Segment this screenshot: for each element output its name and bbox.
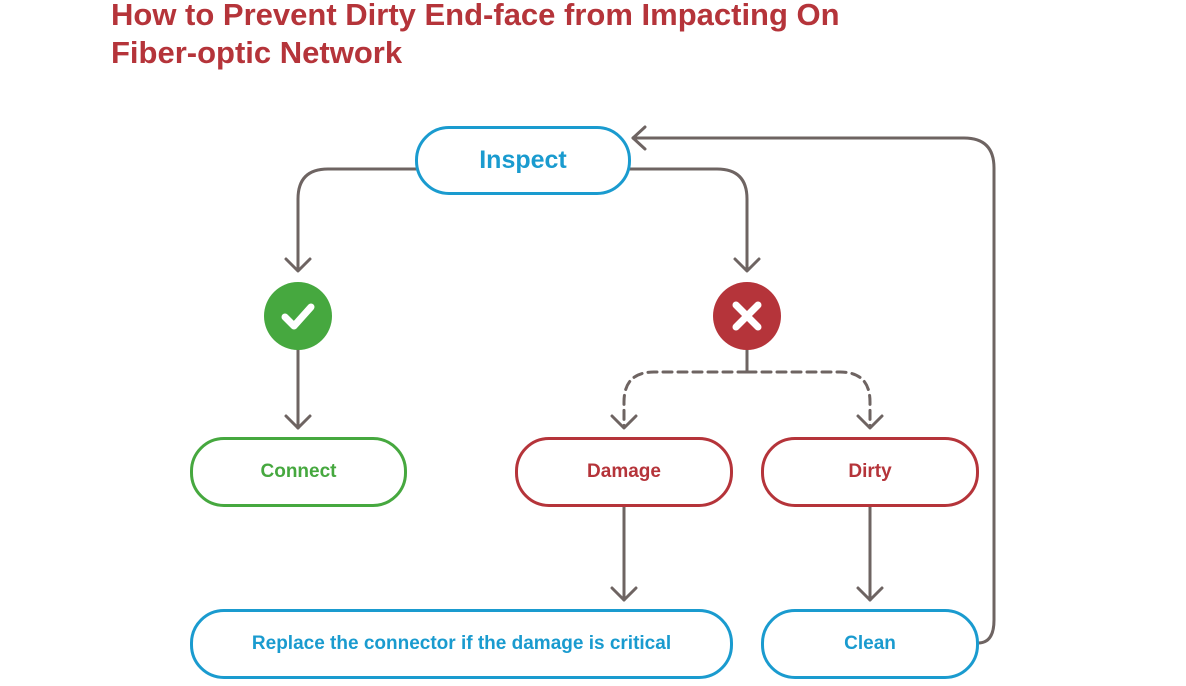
connect-label: Connect: [260, 461, 337, 482]
dirty-label: Dirty: [848, 461, 892, 482]
connector-inspect-to-fail: [628, 167, 749, 272]
connector-clean-to-inspect: [631, 136, 996, 645]
page-title: How to Prevent Dirty End-face from Impac…: [111, 0, 1011, 72]
arrowhead-pass: [284, 257, 312, 273]
arrowhead-clean: [856, 586, 884, 602]
connector-fail-to-damage: [622, 370, 749, 428]
arrowhead-dirty: [856, 414, 884, 430]
connect-node[interactable]: Connect: [190, 437, 407, 507]
replace-label: Replace the connector if the damage is c…: [251, 633, 672, 654]
pass-status: [264, 282, 332, 350]
inspect-label: Inspect: [479, 146, 567, 174]
replace-node[interactable]: Replace the connector if the damage is c…: [190, 609, 733, 679]
connector-inspect-to-pass: [296, 167, 418, 272]
arrowhead-replace: [610, 586, 638, 602]
arrowhead-damage: [610, 414, 638, 430]
x-icon: [732, 301, 762, 331]
arrowhead-inspect: [631, 125, 647, 151]
inspect-node[interactable]: Inspect: [415, 126, 631, 195]
check-icon: [281, 303, 315, 330]
clean-node[interactable]: Clean: [761, 609, 979, 679]
connector-fail-to-dirty: [745, 370, 872, 428]
damage-node[interactable]: Damage: [515, 437, 733, 507]
title-line-2: Fiber-optic Network: [111, 35, 403, 70]
clean-label: Clean: [844, 633, 896, 654]
dirty-node[interactable]: Dirty: [761, 437, 979, 507]
arrowhead-fail: [733, 257, 761, 273]
title-line-1: How to Prevent Dirty End-face from Impac…: [111, 0, 840, 32]
fail-status: [713, 282, 781, 350]
arrowhead-connect: [284, 414, 312, 430]
damage-label: Damage: [587, 461, 661, 482]
